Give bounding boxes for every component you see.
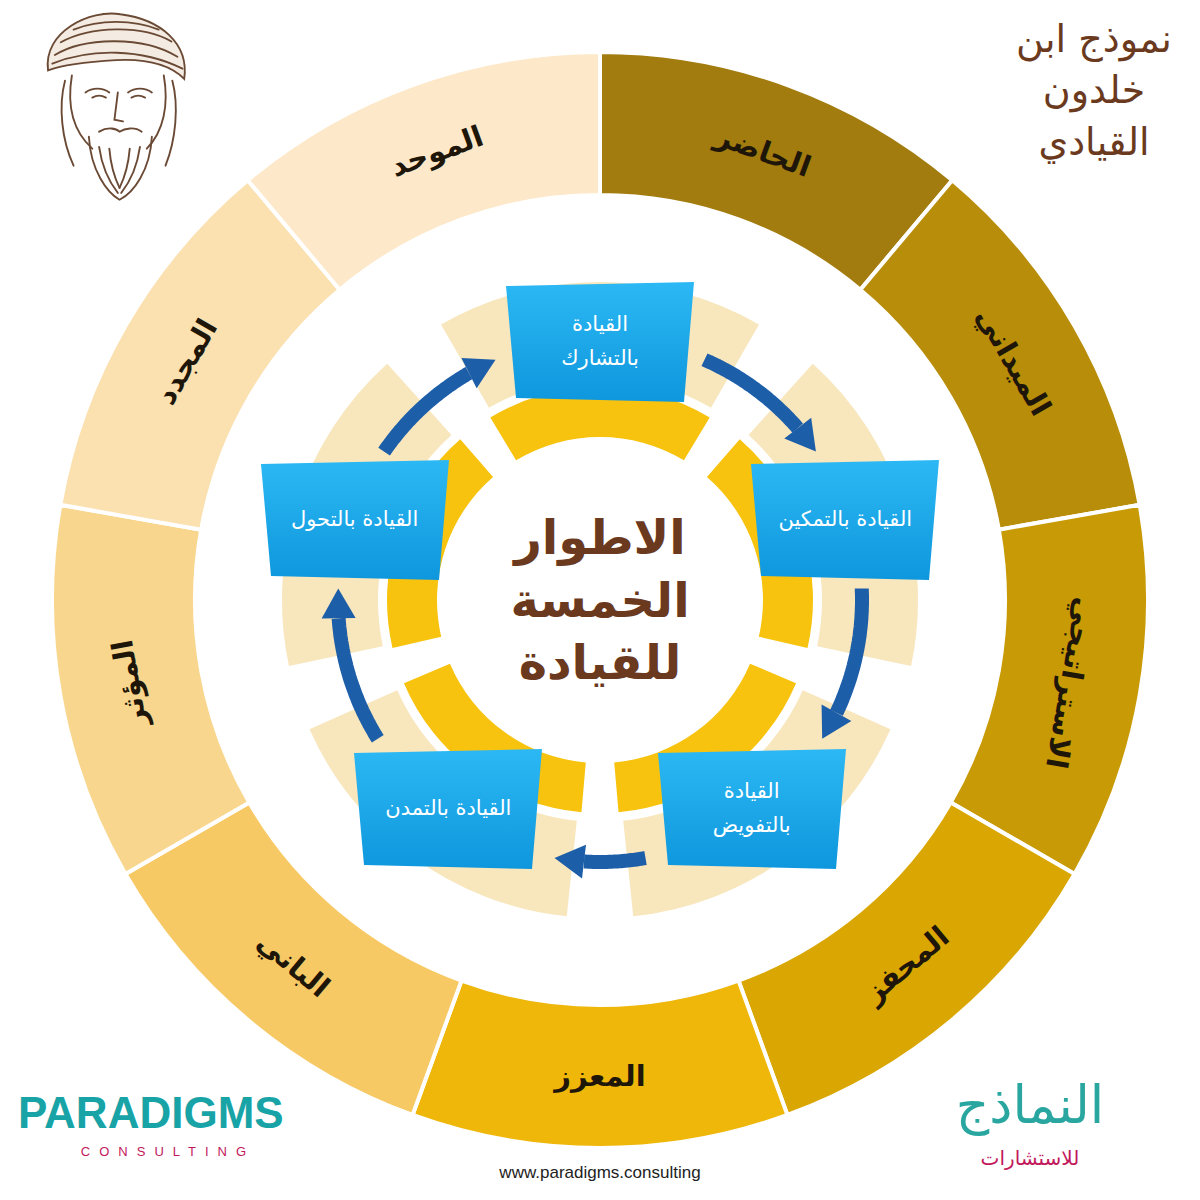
brand-subtitle: CONSULTING <box>18 1144 318 1159</box>
phase-box-fill <box>658 749 846 869</box>
arrow-line <box>584 858 646 862</box>
label-wrap: www.paradigms.consulting <box>400 1163 800 1183</box>
cycle-arrow <box>555 845 646 879</box>
segment-label-wrap: الباني <box>249 924 337 1007</box>
title: نموذج ابن خلدون القيادي <box>1002 14 1186 168</box>
segment-fill <box>248 52 600 290</box>
segment-label: المؤثر <box>104 637 156 730</box>
phase-box: القيادة بالتحول <box>259 460 451 580</box>
arrow-line <box>384 373 469 452</box>
title-box: نموذج ابن خلدون القيادي <box>1002 14 1186 168</box>
label-wrap: النماذج <box>880 1074 1180 1136</box>
segment-label-wrap: المعزز <box>554 1058 645 1096</box>
segment-label: الاستراتيجي <box>1036 594 1103 771</box>
segment-label: المحفز <box>856 919 957 1012</box>
segment-label-wrap: المؤثر <box>104 637 156 730</box>
segment-fill <box>413 981 788 1148</box>
arrow-head <box>822 705 852 739</box>
segment-label-wrap: المجدد <box>147 312 226 411</box>
phase-box-shape <box>656 749 848 869</box>
arrow-head <box>555 845 586 879</box>
segment-label-wrap: الميداني <box>967 301 1059 423</box>
cycle-arrow <box>822 589 862 739</box>
center-heading: الاطوار الخمسة للقيادة <box>475 506 725 693</box>
center-ring: الاطوار الخمسة للقيادة <box>385 385 815 815</box>
segment-label-wrap: الموحد <box>385 118 488 186</box>
phase-label: القيادة بالتمدن <box>385 792 511 826</box>
phase-box-fill <box>261 460 449 580</box>
phase-box: القيادة بالتمكين <box>749 460 941 580</box>
label-wrap: PARADIGMS <box>18 1088 358 1138</box>
brand-name-ar: النماذج <box>880 1074 1180 1136</box>
phase-box-shape <box>504 282 696 402</box>
phase-box: القيادة بالتمدن <box>352 749 544 869</box>
phase-box-fill <box>354 749 542 869</box>
phase-box-fill <box>506 282 694 402</box>
phase-box: القيادة بالتشارك <box>504 282 696 402</box>
segment-label: الموحد <box>385 118 488 186</box>
brand-name: PARADIGMS <box>18 1088 358 1138</box>
label-wrap: CONSULTING <box>18 1144 318 1159</box>
segment-fill <box>52 505 249 874</box>
website-url: www.paradigms.consulting <box>400 1163 800 1183</box>
phase-box: القيادة بالتفويض <box>656 749 848 869</box>
cycle-arrow <box>322 589 378 739</box>
segment-label-wrap: الاستراتيجي <box>1036 594 1103 771</box>
arrow-line <box>837 589 863 713</box>
phase-label: القيادة بالتمكين <box>779 503 913 537</box>
phase-label: القيادة بالتحول <box>291 503 418 537</box>
segment-label: الباني <box>249 924 337 1007</box>
arrow-line <box>705 360 798 428</box>
cycle-arrow <box>705 360 816 452</box>
phase-box-fill <box>751 460 939 580</box>
arrow-line <box>339 618 378 739</box>
segment-label-wrap: المحفز <box>856 919 957 1012</box>
center-text-wrap: الاطوار الخمسة للقيادة <box>385 385 815 815</box>
segment-label: الحاضر <box>710 117 816 186</box>
segment-label: الميداني <box>967 301 1059 423</box>
segment-label: المعزز <box>554 1058 645 1096</box>
brand-subtitle-ar: للاستشارات <box>880 1146 1180 1170</box>
arrow-head <box>322 589 356 619</box>
pale-band <box>441 282 759 408</box>
segment-fill <box>951 505 1148 874</box>
portrait-sketch <box>14 4 214 204</box>
arrow-head <box>461 358 495 388</box>
cycle-arrow <box>384 358 495 452</box>
phase-label: القيادة بالتشارك <box>533 308 668 375</box>
arrow-head <box>784 418 816 452</box>
segment-fill <box>600 52 952 290</box>
segment-label-wrap: الحاضر <box>710 117 816 186</box>
segment-label: المجدد <box>147 312 226 411</box>
phase-label: القيادة بالتفويض <box>684 775 819 842</box>
label-wrap: للاستشارات <box>880 1146 1180 1170</box>
